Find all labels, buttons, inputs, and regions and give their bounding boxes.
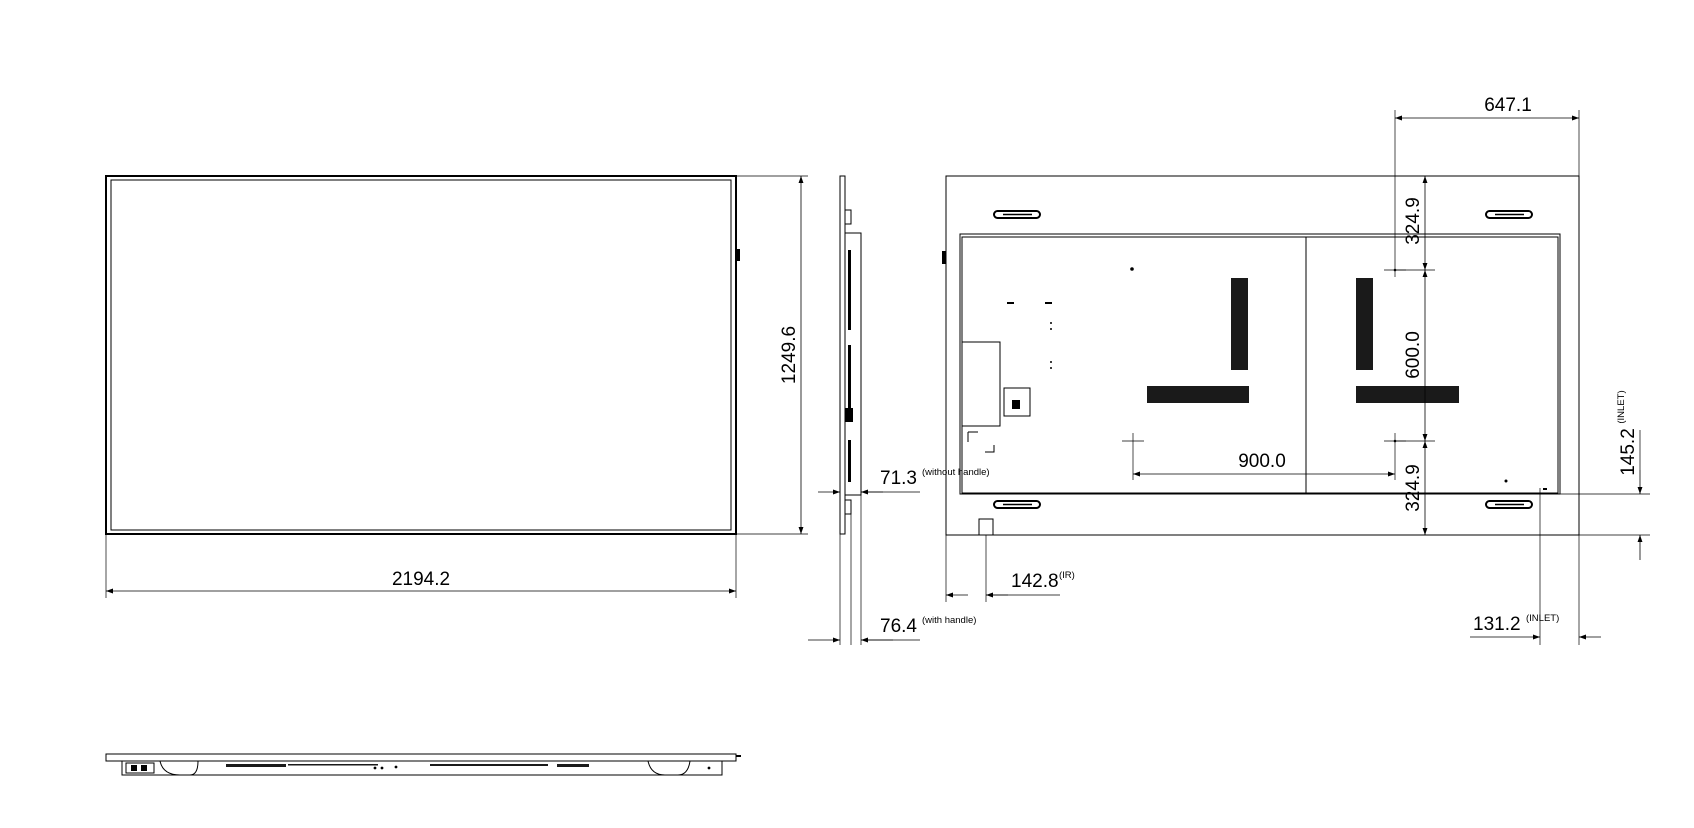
depth-without-handle-label: 71.3 bbox=[880, 468, 917, 489]
speaker-grill-left-horizontal bbox=[1147, 386, 1249, 403]
side-profile-back-housing bbox=[844, 232, 862, 496]
rear-cover bbox=[959, 233, 1561, 495]
speaker-grill-right-horizontal bbox=[1356, 386, 1459, 403]
top-to-mount-label: 324.9 bbox=[1403, 197, 1424, 245]
bottom-vent-2 bbox=[430, 764, 548, 766]
depth-with-handle-label: 76.4 bbox=[880, 616, 917, 637]
handle-bottom-right bbox=[1485, 500, 1533, 509]
ir-offset-label: 142.8 bbox=[1011, 571, 1059, 592]
bottom-vent-3 bbox=[557, 764, 589, 767]
right-to-mount-label: 647.1 bbox=[1484, 95, 1532, 116]
power-inlet bbox=[1003, 387, 1031, 417]
bottom-handle-right bbox=[647, 760, 691, 776]
side-view: 71.3 (without handle) 76.4 (with handle) bbox=[808, 175, 990, 645]
vesa-horizontal-label: 900.0 bbox=[1238, 451, 1286, 472]
front-screen bbox=[110, 179, 732, 531]
side-profile-panel bbox=[839, 175, 846, 535]
bottom-io-ports bbox=[125, 762, 155, 774]
handle-top-right bbox=[1485, 210, 1533, 219]
depth-without-handle-note: (without handle) bbox=[922, 467, 990, 478]
side-handle-top bbox=[844, 209, 852, 225]
front-view: 2194.2 1249.6 bbox=[105, 175, 808, 598]
rear-view: 647.1 324.9 600.0 324.9 900.0 142.8 (IR)… bbox=[942, 95, 1650, 645]
bottom-profile-housing bbox=[121, 760, 723, 776]
vesa-vertical-label: 600.0 bbox=[1403, 331, 1424, 379]
inlet-horizontal-note: (INLET) bbox=[1526, 613, 1559, 624]
handle-top-left bbox=[993, 210, 1041, 219]
depth-with-handle-note: (with handle) bbox=[922, 615, 976, 626]
ir-offset-note: (IR) bbox=[1059, 570, 1075, 581]
inlet-horizontal-label: 131.2 bbox=[1473, 614, 1521, 635]
speaker-grill-right-vertical bbox=[1356, 278, 1373, 370]
bottom-profile-panel bbox=[105, 753, 737, 762]
front-bezel bbox=[105, 175, 737, 535]
rear-side-button bbox=[942, 251, 946, 264]
inlet-vertical-note: (INLET) bbox=[1616, 390, 1627, 423]
inlet-vertical-label: 145.2 bbox=[1618, 428, 1639, 476]
front-side-button bbox=[736, 249, 740, 261]
io-panel bbox=[961, 341, 1001, 427]
width-dimension-label: 2194.2 bbox=[392, 569, 450, 590]
bottom-view bbox=[105, 753, 741, 776]
ir-window bbox=[978, 518, 994, 536]
handle-bottom-left bbox=[993, 500, 1041, 509]
bottom-vent-1 bbox=[226, 764, 286, 767]
speaker-grill-left-vertical bbox=[1231, 278, 1248, 370]
rear-outline bbox=[945, 175, 1580, 536]
mount-to-bottom-label: 324.9 bbox=[1403, 464, 1424, 512]
height-dimension-label: 1249.6 bbox=[779, 326, 800, 384]
side-handle-bottom bbox=[844, 499, 852, 515]
bottom-handle-left bbox=[159, 760, 199, 776]
